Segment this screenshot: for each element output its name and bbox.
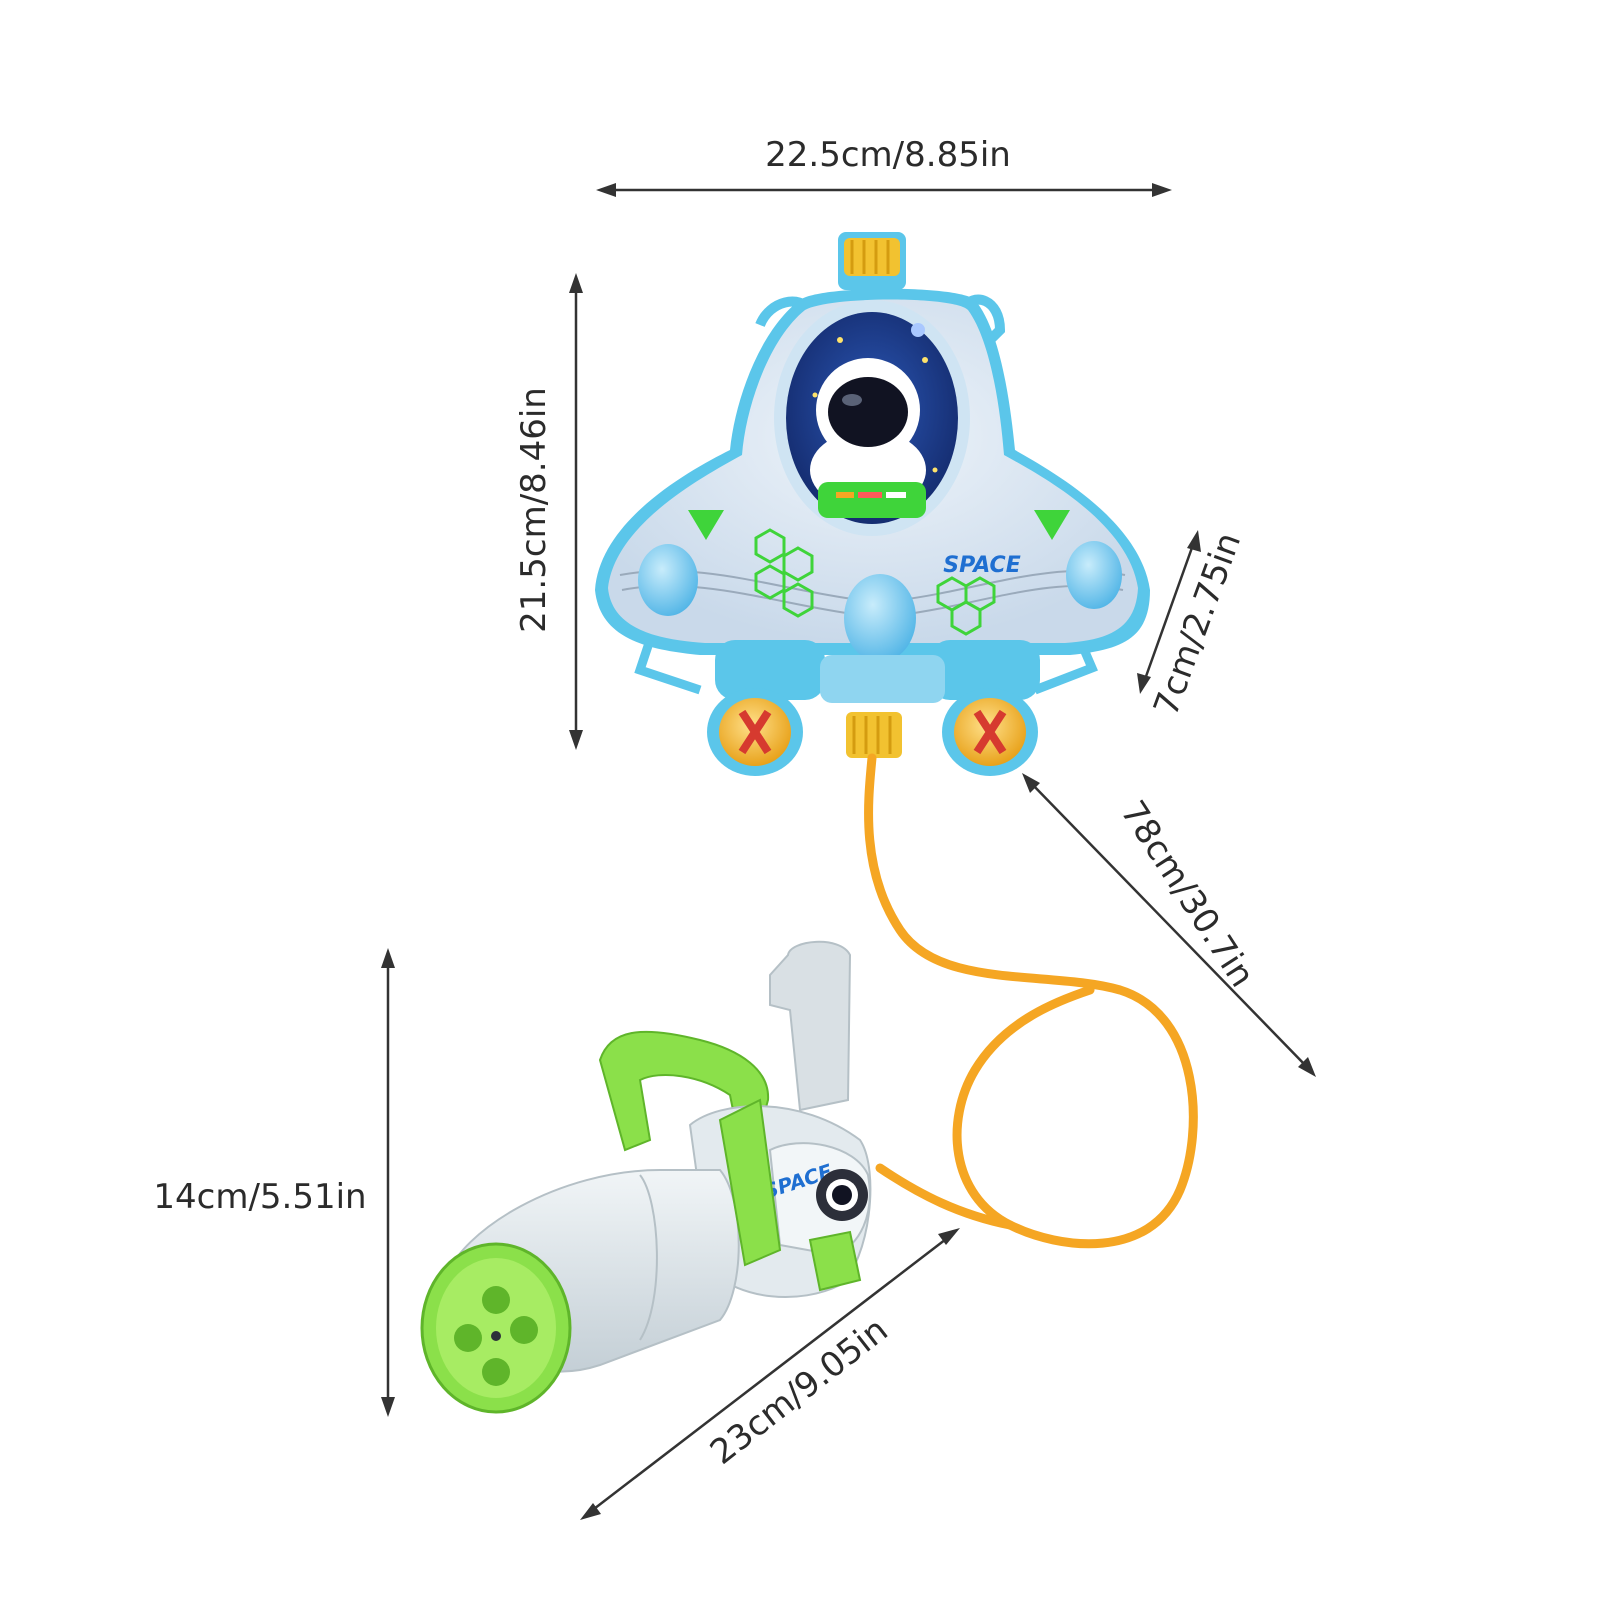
nozzle-hole-top [482, 1286, 510, 1314]
grip-right [808, 1230, 862, 1292]
tank-logo-text: SPACE [943, 553, 1020, 578]
hexagon-decal-left [754, 528, 814, 618]
bump-left [638, 544, 698, 616]
outlet-fitting [846, 712, 902, 758]
label-tank-height: 21.5cm/8.46in [514, 387, 554, 633]
bump-center [844, 574, 916, 662]
label-tank-width: 22.5cm/8.85in [765, 135, 1011, 175]
dimension-arrow-hose [1022, 773, 1316, 1077]
dimension-arrow-tank-width [596, 183, 1172, 197]
label-hose-length: 78cm/30.7in [1112, 794, 1262, 995]
dimension-arrow-tank-depth [1137, 530, 1201, 694]
nozzle-hole-left [454, 1324, 482, 1352]
water-tank: SPACE [595, 232, 1150, 776]
strap-bar-left [634, 638, 702, 695]
thruster-left [707, 688, 803, 776]
label-tank-depth: 7cm/2.75in [1146, 527, 1249, 721]
nozzle-hole-right [510, 1316, 538, 1344]
nozzle-center [491, 1331, 501, 1341]
dimension-arrow-tank-height [569, 273, 583, 750]
water-blaster: SPACE [420, 940, 872, 1414]
nozzle-hole-bottom [482, 1358, 510, 1386]
astronaut-icon [810, 358, 926, 518]
dimension-arrow-blaster-height [381, 948, 395, 1417]
carry-handle [598, 1030, 770, 1152]
label-blaster-height: 14cm/5.51in [153, 1177, 366, 1217]
label-blaster-length: 23cm/9.05in [703, 1310, 896, 1473]
rear-handle [769, 940, 852, 1112]
triangle-decal-left [688, 510, 724, 540]
thruster-right [942, 688, 1038, 776]
bump-right [1066, 541, 1122, 609]
hexagon-decal-right [936, 576, 996, 636]
triangle-decal-right [1034, 510, 1070, 540]
dimension-arrow-blaster-length [580, 1228, 960, 1520]
water-hose [864, 753, 1198, 1249]
grip-left [718, 1098, 782, 1267]
fill-cap [844, 238, 900, 276]
